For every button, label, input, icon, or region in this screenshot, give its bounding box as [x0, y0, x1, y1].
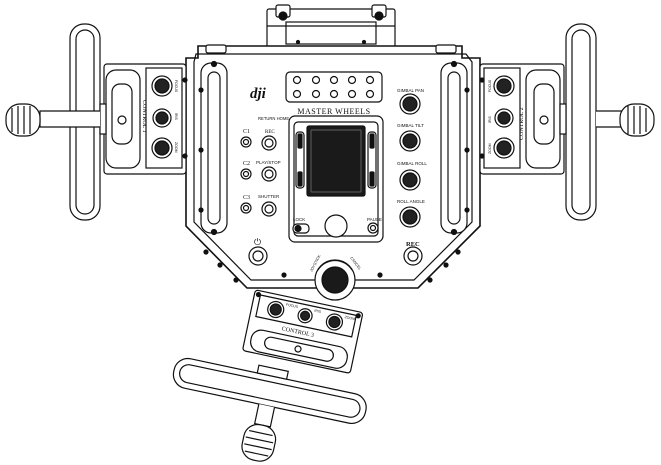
housing-screws — [198, 60, 470, 283]
cluster-button[interactable] — [311, 89, 321, 99]
c1-button[interactable] — [240, 136, 252, 148]
right-control-module: CONTROL 2 FOCUS IRIS ZOOM — [479, 63, 565, 175]
left-knob-label-focus: FOCUS — [174, 80, 178, 93]
left-hand-wheel[interactable] — [5, 23, 107, 221]
screen-module: LOCK PAUSE — [288, 115, 384, 243]
play-stop-button[interactable] — [261, 166, 277, 182]
cluster-button[interactable] — [365, 75, 375, 85]
shutter-button[interactable] — [261, 201, 277, 217]
left-knob-iris[interactable] — [152, 108, 172, 128]
bottom-hand-wheel[interactable] — [159, 348, 370, 465]
bottom-knob-label-iris: IRIS — [314, 309, 322, 314]
top-mount-bracket — [266, 4, 396, 48]
cluster-button[interactable] — [311, 75, 321, 85]
left-control-module: CONTROL 1 FOCUS IRIS ZOOM — [103, 63, 188, 175]
cluster-button[interactable] — [329, 89, 339, 99]
cluster-button[interactable] — [347, 89, 357, 99]
power-icon: ⏻ — [254, 237, 261, 247]
function-buttons: RETURN HOME REC PLAY/STOP SHUTTER — [256, 116, 289, 217]
c1-label: C1 — [243, 129, 250, 135]
c3-button[interactable] — [240, 202, 252, 214]
cluster-button[interactable] — [292, 89, 302, 99]
right-hand-wheel[interactable] — [559, 23, 655, 221]
bottom-knob-focus[interactable] — [266, 300, 285, 319]
rec-button[interactable] — [261, 135, 277, 151]
right-knob-label-zoom: ZOOM — [488, 143, 492, 154]
left-module-label: CONTROL 1 — [141, 100, 147, 133]
bottom-knob-label-focus: FOCUS — [286, 303, 299, 310]
lock-switch[interactable] — [292, 223, 310, 234]
right-module-label: CONTROL 2 — [519, 107, 525, 140]
top-button-cluster — [285, 71, 383, 103]
rec-main-button[interactable] — [403, 246, 423, 266]
left-knob-focus[interactable] — [151, 75, 173, 97]
c-buttons: C1 C2 C3 — [240, 129, 252, 214]
c3-label: C3 — [243, 195, 250, 201]
c2-button[interactable] — [240, 168, 252, 180]
left-knob-label-zoom: ZOOM — [174, 142, 178, 153]
gimbal-knobs: GIMBAL PAN GIMBAL TILT GIMBAL ROLL ROLL … — [397, 88, 427, 228]
cluster-button[interactable] — [292, 75, 302, 85]
bottom-control-module: FOCUS IRIS ZOOM CONTROL 3 — [242, 289, 364, 374]
right-knob-label-focus: FOCUS — [488, 79, 492, 92]
right-knob-iris[interactable] — [494, 108, 514, 128]
gimbal-pan-knob[interactable] — [399, 93, 421, 115]
play-stop-label: PLAY/STOP — [256, 160, 281, 165]
screen-center-button[interactable] — [324, 214, 348, 238]
dji-logo: dji — [250, 86, 267, 102]
gimbal-pan-label: GIMBAL PAN — [397, 88, 424, 93]
pause-label: PAUSE — [367, 217, 382, 222]
panel-title: MASTER WHEELS — [297, 107, 370, 116]
cluster-button[interactable] — [347, 75, 357, 85]
gimbal-tilt-knob[interactable] — [399, 130, 421, 152]
right-knob-zoom[interactable] — [493, 137, 515, 159]
bottom-knob-label-zoom: ZOOM — [344, 315, 355, 321]
cluster-button[interactable] — [365, 89, 375, 99]
left-knob-label-iris: IRIS — [174, 113, 178, 120]
pause-button[interactable] — [367, 222, 379, 234]
gimbal-tilt-label: GIMBAL TILT — [397, 123, 424, 128]
shutter-label: SHUTTER — [258, 194, 280, 199]
right-knob-focus[interactable] — [493, 75, 515, 97]
bottom-dial[interactable] — [314, 259, 356, 301]
c2-label: C2 — [243, 161, 250, 167]
roll-angle-label: ROLL ANGLE — [397, 199, 425, 204]
cluster-button[interactable] — [329, 75, 339, 85]
gimbal-roll-knob[interactable] — [399, 169, 421, 191]
return-home-label: RETURN HOME — [258, 116, 289, 121]
left-knob-zoom[interactable] — [151, 137, 173, 159]
roll-angle-knob[interactable] — [399, 206, 421, 228]
touch-screen[interactable] — [306, 125, 366, 197]
right-knob-label-iris: IRIS — [488, 116, 492, 123]
power-button[interactable] — [248, 246, 268, 266]
bottom-knob-iris[interactable] — [297, 307, 314, 324]
rec-label-small: REC — [265, 130, 275, 135]
rec-label-large: REC — [406, 241, 420, 248]
gimbal-roll-label: GIMBAL ROLL — [397, 161, 427, 166]
bottom-knob-zoom[interactable] — [325, 312, 344, 331]
lock-label: LOCK — [293, 217, 305, 222]
